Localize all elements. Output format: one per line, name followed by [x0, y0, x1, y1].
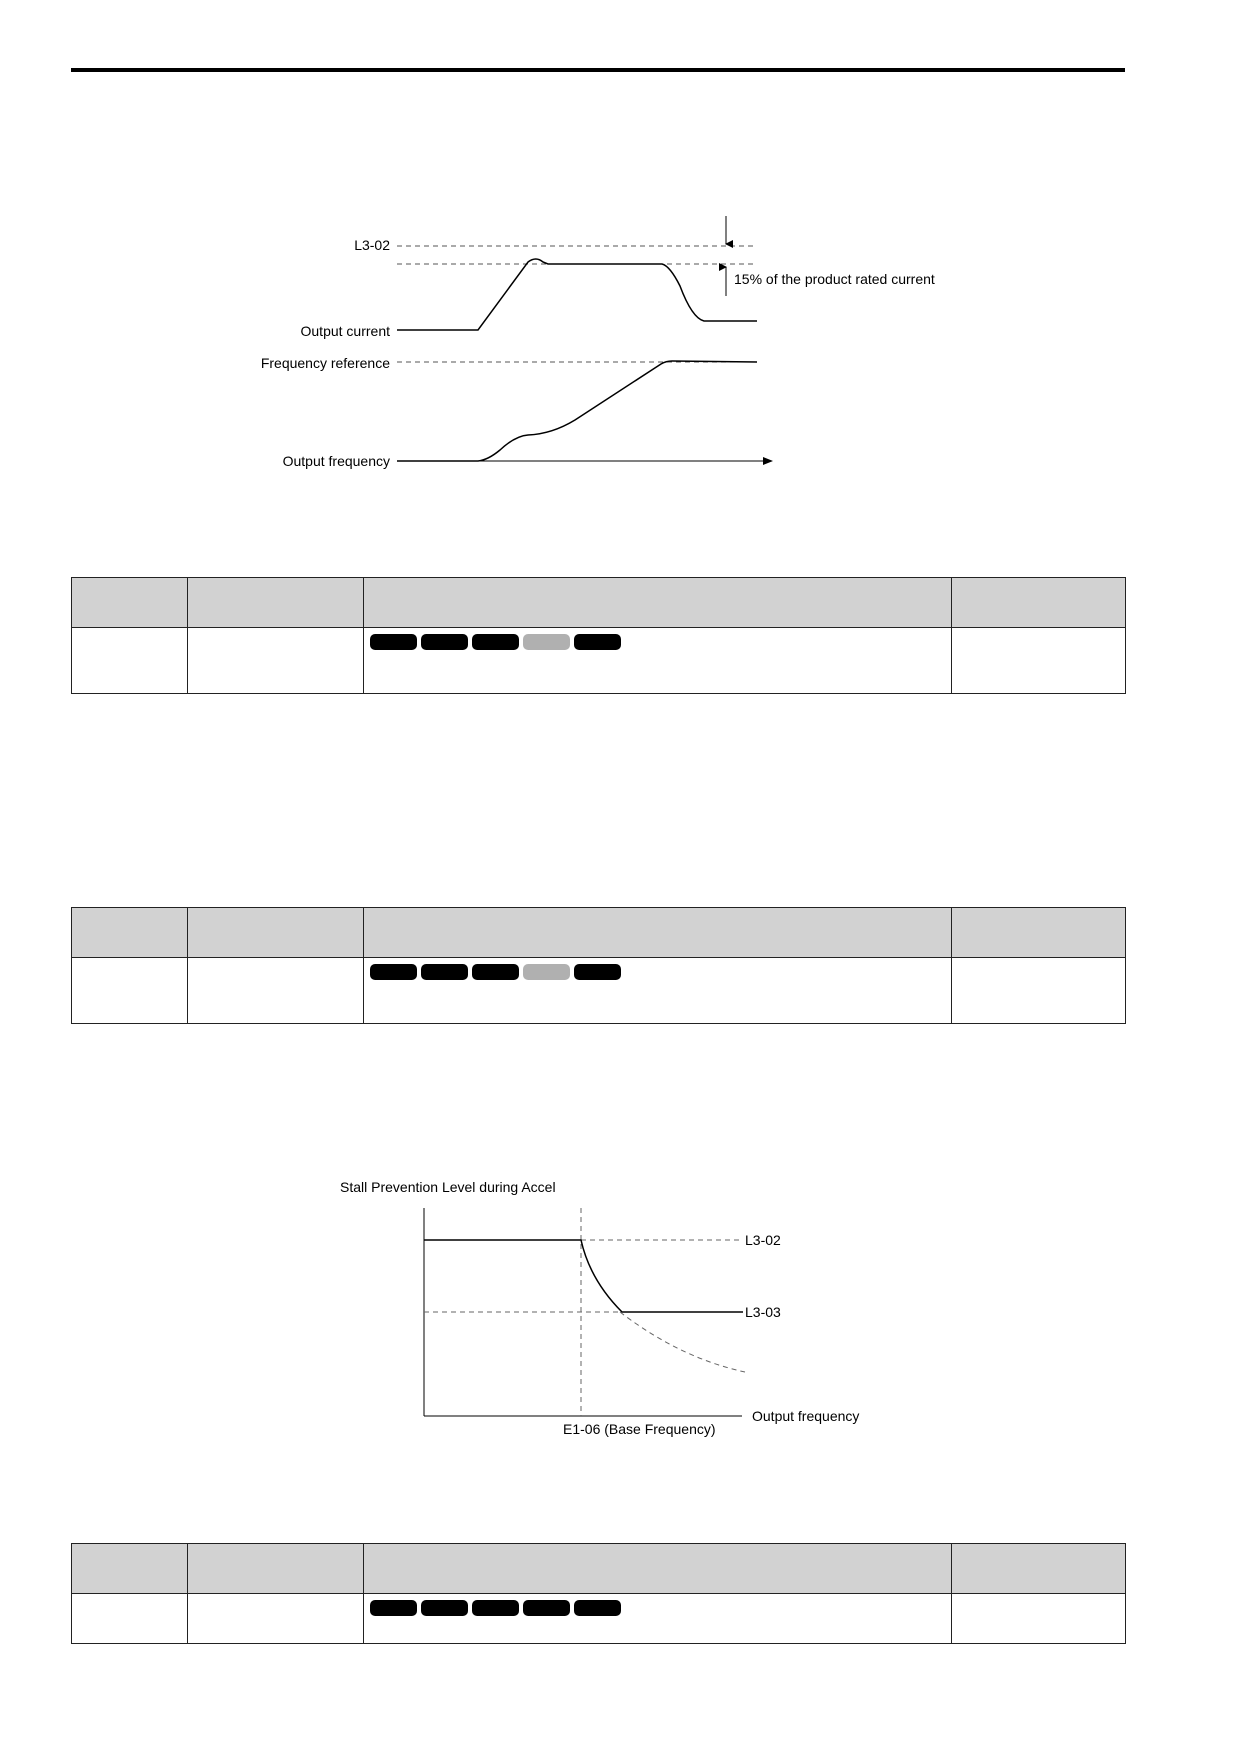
parameter-table-3: [71, 1543, 1126, 1644]
label-l3-03: L3-03: [745, 1304, 781, 1320]
table-cell: [71, 1593, 188, 1644]
label-l3-02: L3-02: [354, 237, 390, 253]
table-cell: [951, 1593, 1126, 1644]
control-mode-chip-disabled: [523, 634, 570, 650]
output-current-curve: [397, 258, 757, 331]
header-cell: [71, 577, 188, 628]
parameter-table-2: [71, 907, 1126, 1024]
table-header-row: [71, 577, 1126, 628]
header-cell: [363, 1543, 952, 1594]
header-cell: [951, 1543, 1126, 1594]
table-cell: [187, 1593, 364, 1644]
label-output-frequency: Output frequency: [283, 453, 390, 469]
table-cell: [187, 627, 364, 694]
control-mode-chip: [421, 634, 468, 650]
stall-prevention-timing-chart: L3-02 Output current Frequency reference…: [261, 216, 935, 469]
control-mode-chip: [370, 964, 417, 980]
table-cell: [951, 957, 1126, 1024]
control-mode-chip: [523, 1600, 570, 1616]
control-mode-chip: [472, 1600, 519, 1616]
table-cell: [187, 957, 364, 1024]
control-mode-chips: [364, 1594, 951, 1616]
header-cell: [71, 907, 188, 958]
control-mode-chip: [472, 634, 519, 650]
label-l3-02: L3-02: [745, 1232, 781, 1248]
header-cell: [71, 1543, 188, 1594]
label-15pct-rated-current: 15% of the product rated current: [734, 271, 935, 287]
header-cell: [187, 1543, 364, 1594]
table-cell: [951, 627, 1126, 694]
label-output-current: Output current: [301, 323, 391, 339]
header-cell: [951, 577, 1126, 628]
control-mode-chip: [574, 964, 621, 980]
control-mode-chip: [421, 1600, 468, 1616]
label-frequency-reference: Frequency reference: [261, 355, 390, 371]
table-row: [71, 1593, 1126, 1644]
table-cell: [71, 627, 188, 694]
control-mode-cell: [363, 1593, 952, 1644]
header-cell: [363, 907, 952, 958]
stall-prevention-level-chart: Stall Prevention Level during Accel L3-0…: [340, 1179, 859, 1437]
table-row: [71, 957, 1126, 1024]
table-row: [71, 627, 1126, 694]
control-mode-chip: [574, 634, 621, 650]
label-x-output-frequency: Output frequency: [752, 1408, 859, 1424]
stall-level-curve: [424, 1239, 743, 1313]
control-mode-chip: [370, 1600, 417, 1616]
parameter-table-1: [71, 577, 1126, 694]
control-mode-chips: [364, 628, 951, 650]
control-mode-chip: [370, 634, 417, 650]
header-cell: [363, 577, 952, 628]
table-cell: [71, 957, 188, 1024]
control-mode-chips: [364, 958, 951, 980]
table-header-row: [71, 1543, 1126, 1594]
header-cell: [187, 577, 364, 628]
control-mode-chip: [421, 964, 468, 980]
table-header-row: [71, 907, 1126, 958]
page-top-rule: [71, 68, 1125, 72]
level-extension-dashed: [619, 1311, 746, 1373]
control-mode-chip: [472, 964, 519, 980]
control-mode-cell: [363, 957, 952, 1024]
control-mode-chip-disabled: [523, 964, 570, 980]
label-base-frequency: E1-06 (Base Frequency): [563, 1421, 716, 1437]
output-frequency-curve: [397, 360, 758, 462]
header-cell: [951, 907, 1126, 958]
header-cell: [187, 907, 364, 958]
control-mode-chip: [574, 1600, 621, 1616]
control-mode-cell: [363, 627, 952, 694]
label-y-title: Stall Prevention Level during Accel: [340, 1179, 556, 1195]
